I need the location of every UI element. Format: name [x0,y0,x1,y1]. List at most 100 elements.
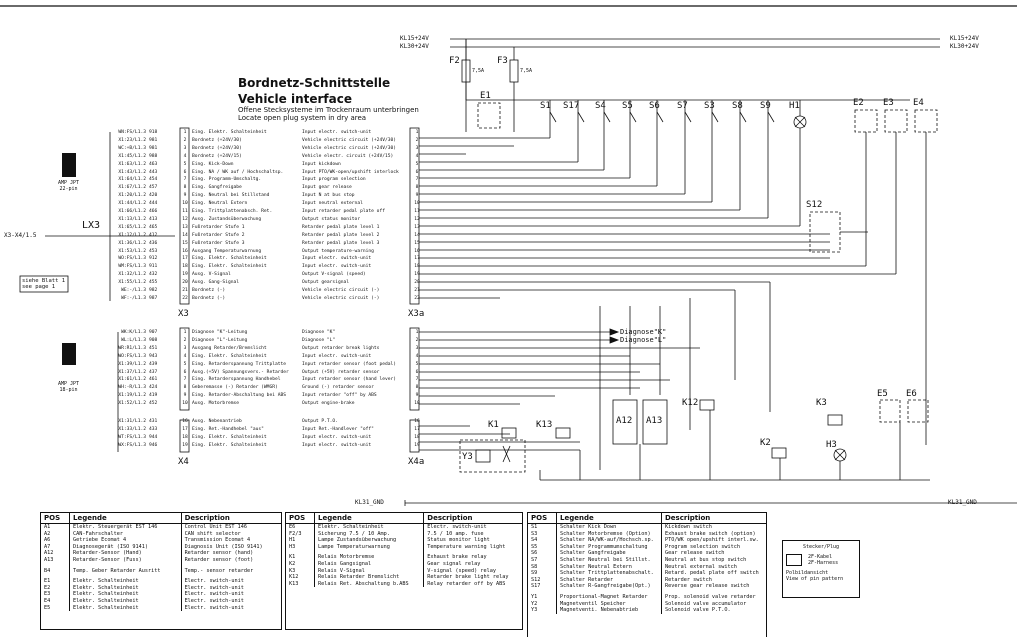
legend-de: Schalter NA/WK-auf/Hochsch.sp. [556,537,662,544]
connector-x4a-label: X4a [408,457,425,467]
legend-de: Elektr. Schalteinheit [69,597,182,605]
legend-en: Gear signal relay [427,560,481,567]
wire-code: 444 [149,201,158,207]
relay-k1: K1 [488,420,499,430]
plug-legend-key: 2F-Kabel 2F-Harness [786,554,856,566]
pin-number-a: 2 [415,137,419,143]
wire-label: X1:36/L1.2 [118,240,146,246]
function-en: Output retarder break lights [302,345,380,351]
legend-pos: H3 [286,543,315,551]
plug-22pin-label: AMP JPT 22-pin [58,180,80,192]
function-de: Eing. Elektr. Schalteinheit [192,434,267,440]
pin-number-a: 3 [415,145,419,151]
legend-de: Sicherung 7.5 / 10 Amp. [314,530,425,538]
wire-code: 987 [149,295,158,301]
legend-de: Retarder-Sensor (Fuss) [69,556,182,564]
wire-label: WT:FS/L1.3 [118,434,146,440]
title-en: Vehicle interface [238,92,352,106]
wire-code: 453 [149,248,158,254]
function-de: Ausg. Zustandsüberwachung [192,216,262,222]
legend-en: PTO/WK open/upshift interl.sw. [665,537,759,544]
wire-code: 437 [149,369,158,375]
connector-lx3-ref: X3-X4/1.5 [4,232,37,239]
pin-number: 17 [182,256,188,262]
sensor-a12: A12 [616,416,633,426]
legend-pos: F2/3 [286,530,315,538]
pin-number-a: 10 [414,401,420,407]
wire-code: 465 [149,224,158,230]
pin-number-a: 8 [415,385,419,391]
connector-x3a-label: X3a [408,309,425,319]
legend-de: Schalter R-Gangfreigabe(Opt.) [556,583,662,590]
wire-code: 439 [149,361,158,367]
function-de: Bordnetz (-) [192,288,226,293]
legend-en: V-signal (speed) relay [427,567,496,574]
legend-pos: A13 [41,556,70,564]
legende-header: Legende [556,513,662,524]
switch-s1: S1 [540,101,551,111]
function-de: Eing. Elektr. Schalteinheit [192,264,267,270]
wire-label: WL:L/L1.3 [121,337,146,343]
function-en: Output P.T.O. [302,419,338,424]
sensor-a13: A13 [646,416,663,426]
function-de: Eing. Elektr. Schalteinheit [192,442,267,448]
wire-code: 420 [149,193,158,199]
legend-en: Electr. switch-unit [184,584,244,591]
diag-l-label: Diagnose"L" [620,336,667,344]
description-header: Description [423,513,522,524]
pin-number-a: 20 [414,280,420,286]
connector-x3-label: X3 [178,309,189,319]
legend-de: CAN-Fahrschalter [69,530,182,538]
function-de: Bordnetz (+24V/30) [192,145,242,151]
legend-de: Relais Gangsignal [314,560,425,568]
legend-pos: S12 [528,576,557,584]
wire-code: 412 [149,232,158,238]
pin-number-a: 9 [415,193,419,199]
legend-pos: A2 [41,530,70,538]
legend-pos: A7 [41,543,70,551]
legend-en: Electr. switch-unit [184,604,244,611]
wire-code: 944 [149,434,158,440]
pin-number-a: 7 [415,377,419,383]
pin-number-a: 3 [415,345,419,351]
legend-en: Control Unit EST 146 [184,524,248,530]
legend-en: Retarder switch [665,576,712,583]
pin-number: 11 [182,209,188,214]
pin-number: 16 [182,248,188,254]
wire-label: WH:-R/L1.3 [118,385,146,391]
pin-number: 16 [182,419,188,424]
legend-en: CAN shift selector [184,530,241,537]
function-de: Eing. Retarderspannung Trittplatte [192,361,287,367]
legend-en: Diagnosis Unit (ISO 9141) [184,543,263,550]
function-de: Eing. Trittplattenabsch. Ret. [192,209,273,214]
wire-label: X1:13/L1.2 [118,216,146,222]
function-en: Input retarder sensor (foot pedal) [302,361,397,367]
wire-label: X1:12/L1.2 [118,232,146,238]
function-en: Retarder pedal plate level 2 [302,232,380,238]
legend-pos: E2 [41,584,70,592]
function-en: Output status monitor [302,216,361,222]
pin-number-a: 5 [415,161,419,167]
legend-de: Lampe Zustandsüberwachung [314,537,425,544]
function-en: Vehicle electric circuit (-) [302,295,380,301]
